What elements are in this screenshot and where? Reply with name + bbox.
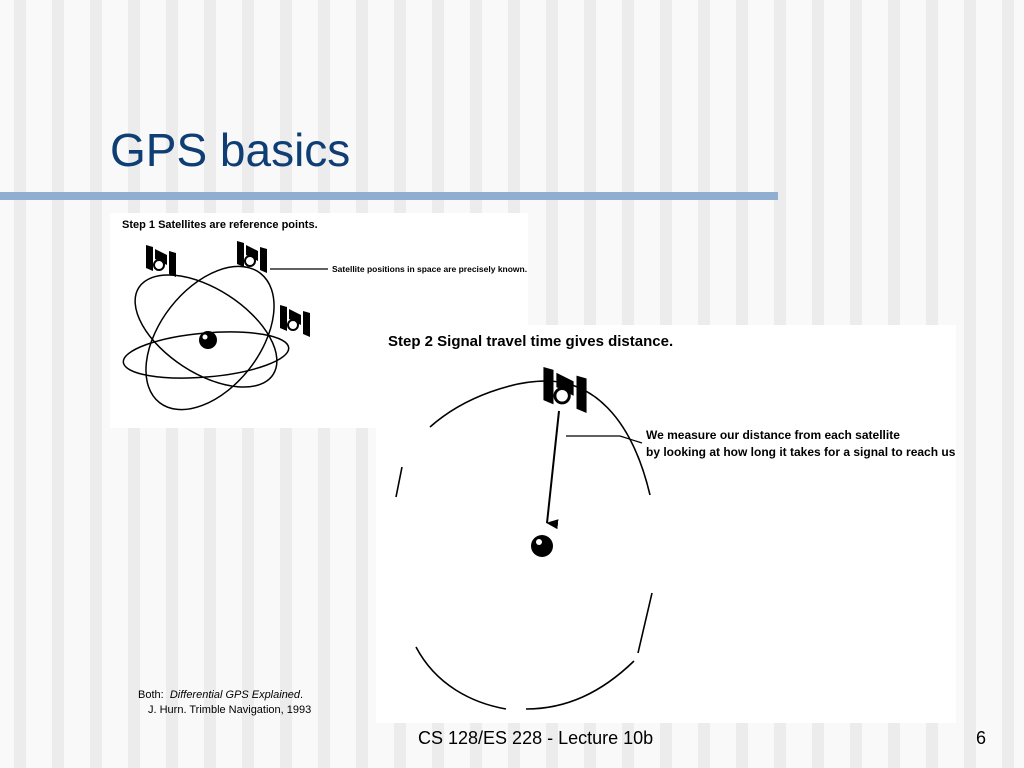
step1-diagram: Step 1 Satellites are reference points. … — [122, 219, 527, 411]
step2-heading: Step 2 Signal travel time gives distance… — [388, 333, 673, 350]
step2-annotation-line2: by looking at how long it takes for a si… — [646, 445, 956, 459]
distance-circle-arc-bottom-right — [525, 660, 635, 710]
receiver-dot — [531, 535, 553, 557]
step2-figure: Step 2 Signal travel time gives distance… — [376, 325, 956, 723]
orbit-tilted-right — [134, 274, 278, 388]
citation-book-title: Differential GPS Explained — [169, 689, 301, 701]
step1-figure: Step 1 Satellites are reference points. … — [110, 213, 528, 428]
title-divider — [0, 192, 778, 200]
slide-title: GPS basics — [110, 124, 351, 176]
distance-circle-arc-top — [429, 380, 651, 496]
step1-heading: Step 1 Satellites are reference points. — [122, 219, 318, 231]
orbit-tilted-left — [145, 265, 275, 411]
step2-diagram: Step 2 Signal travel time gives distance… — [388, 333, 956, 710]
distance-circle-arc-left — [395, 466, 403, 498]
slide-number: 6 — [976, 728, 987, 748]
citation-book-suffix: . — [300, 689, 304, 701]
earth-dot — [199, 331, 217, 349]
satellite-icon — [543, 367, 587, 413]
distance-circle-arc-bottom-left — [415, 646, 507, 710]
citation-author: J. Hurn. Trimble Navigation, 1993 — [148, 704, 312, 716]
step1-annotation: Satellite positions in space are precise… — [332, 264, 527, 274]
slide-footer: CS 128/ES 228 - Lecture 10b — [418, 728, 654, 748]
step2-annotation-line1: We measure our distance from each satell… — [646, 428, 900, 442]
satellite-icon — [146, 245, 176, 277]
citation-prefix: Both: — [138, 689, 164, 701]
distance-circle-arc-right — [637, 592, 653, 654]
figure-citation: Both: Differential GPS Explained. J. Hur… — [138, 688, 311, 718]
satellite-icon — [280, 305, 310, 337]
signal-arrow — [546, 410, 560, 530]
